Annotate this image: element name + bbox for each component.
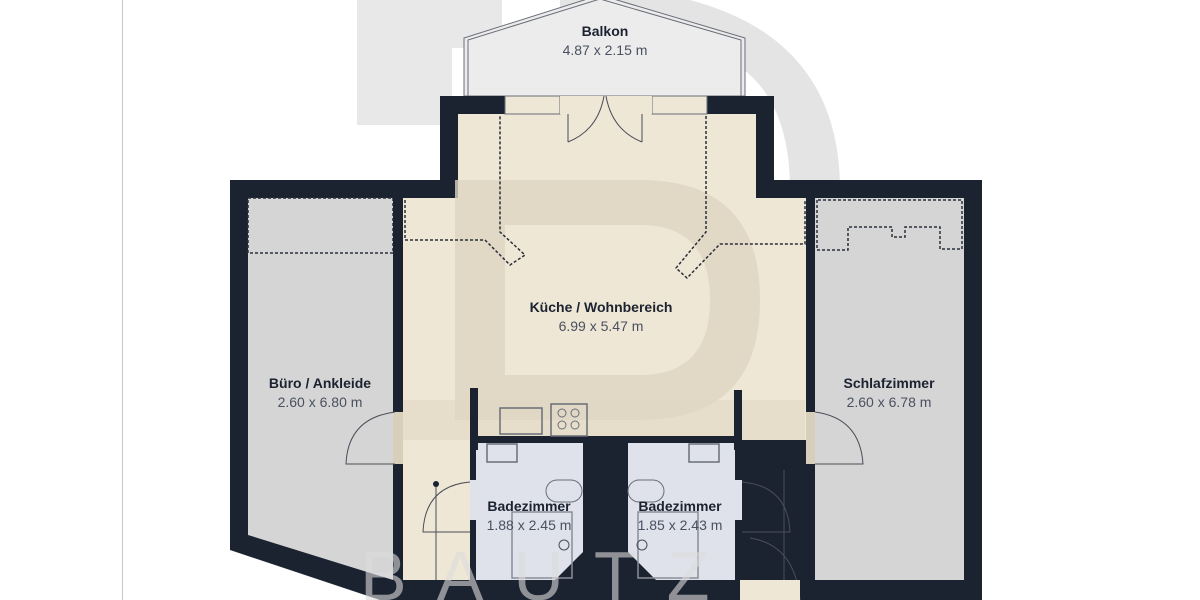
room-label-balkon: Balkon 4.87 x 2.15 m xyxy=(562,23,648,58)
svg-text:BAUTZ: BAUTZ xyxy=(360,537,739,600)
room-label-bad1: Badezimmer 1.88 x 2.45 m xyxy=(486,498,572,533)
room-label-schlaf: Schlafzimmer 2.60 x 6.78 m xyxy=(843,375,935,410)
room-label-kueche: Küche / Wohnbereich 6.99 x 5.47 m xyxy=(529,299,673,334)
room-buero-floor xyxy=(248,198,393,580)
divider-line xyxy=(122,0,123,600)
room-label-bad2: Badezimmer 1.85 x 2.43 m xyxy=(637,498,723,533)
room-schlaf-floor xyxy=(815,198,964,580)
balcony-area xyxy=(463,0,746,97)
room-label-buero: Büro / Ankleide 2.60 x 6.80 m xyxy=(268,375,372,410)
